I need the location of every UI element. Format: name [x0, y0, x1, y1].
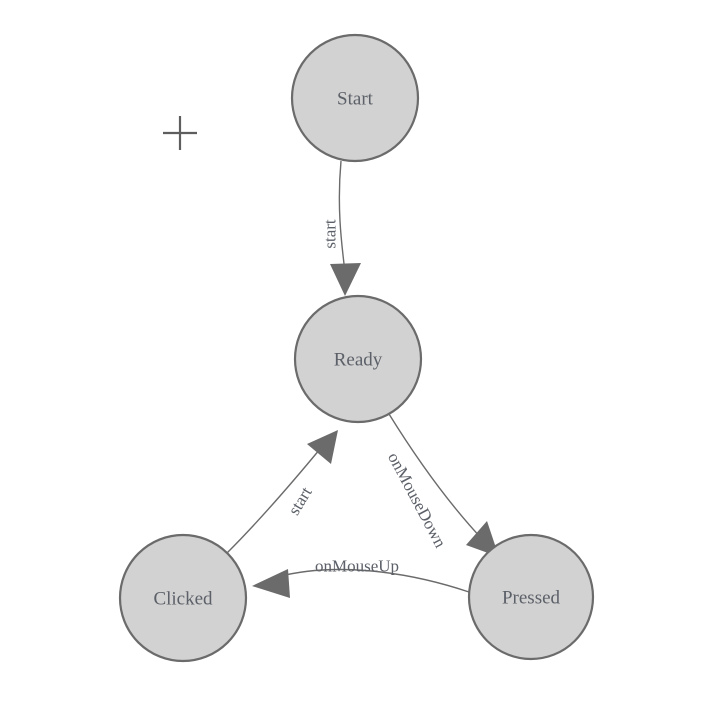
crosshair-icon[interactable] [163, 116, 197, 150]
node-ready-circle [293, 294, 423, 424]
edge-pressed-to-clicked-arrowhead [252, 569, 290, 598]
node-pressed[interactable]: Pressed [467, 533, 595, 661]
edge-start-to-ready-path [338, 160, 346, 273]
edge-label-ready-to-pressed: onMouseDown [384, 449, 450, 551]
edge-ready-to-pressed[interactable]: onMouseDown [384, 413, 499, 557]
node-start-circle [290, 33, 420, 163]
node-group: Start Ready Clicked Pressed [118, 33, 595, 663]
edge-start-to-ready-arrowhead [330, 263, 361, 296]
edge-clicked-to-ready[interactable]: start [226, 430, 338, 554]
node-ready[interactable]: Ready [293, 294, 423, 424]
node-clicked-circle [118, 533, 248, 663]
edge-pressed-to-clicked[interactable]: onMouseUp [252, 557, 470, 599]
edge-clicked-to-ready-arrowhead [307, 430, 338, 464]
edge-label-pressed-to-clicked: onMouseUp [315, 557, 399, 576]
node-start-label: Start [337, 89, 374, 110]
edge-ready-to-pressed-arrowhead [466, 521, 499, 557]
edge-clicked-to-ready-path [226, 448, 321, 554]
node-start[interactable]: Start [290, 33, 420, 163]
edge-label-start-to-ready: start [321, 219, 340, 249]
edge-start-to-ready[interactable]: start [321, 160, 362, 296]
edge-pressed-to-clicked-path [276, 568, 470, 593]
node-pressed-circle [467, 533, 595, 661]
node-pressed-label: Pressed [502, 588, 561, 609]
node-clicked[interactable]: Clicked [118, 533, 248, 663]
edge-ready-to-pressed-path [388, 413, 484, 541]
node-ready-label: Ready [334, 350, 383, 371]
node-clicked-label: Clicked [153, 589, 213, 610]
edge-label-clicked-to-ready: start [284, 483, 316, 518]
